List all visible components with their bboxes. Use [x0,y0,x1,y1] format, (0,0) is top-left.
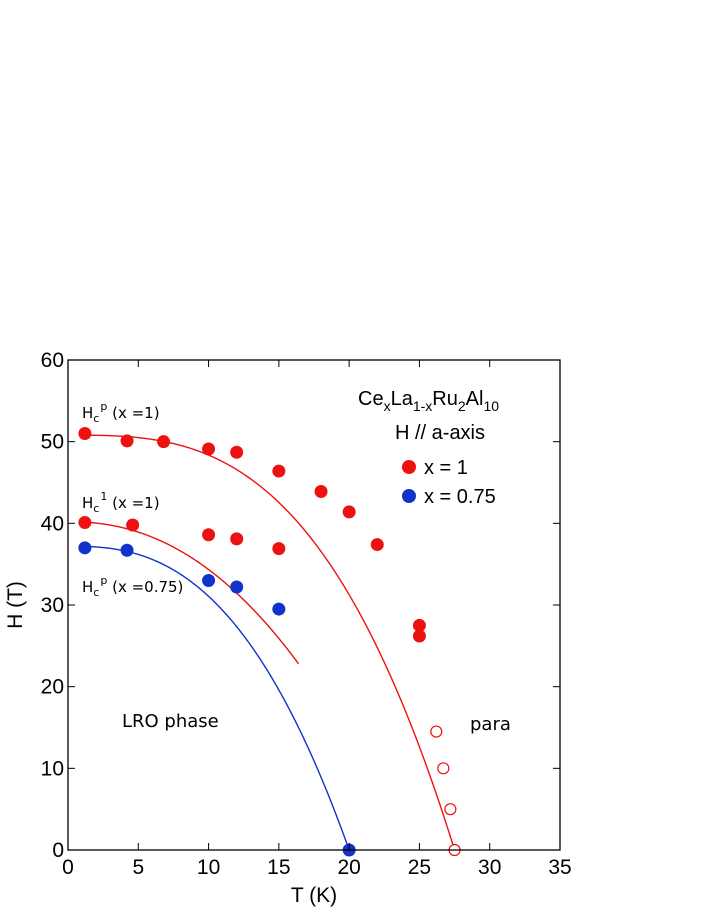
y-tick-label: 30 [41,594,64,617]
data-point [126,518,140,532]
data-point [202,442,216,456]
data-point [272,542,286,556]
data-point [157,435,171,449]
compound-formula: CexLa1-xRu2Al10 [358,388,499,414]
field-direction-label: H // a-axis [395,422,485,444]
data-point [120,434,134,448]
data-point [78,427,92,440]
legend-label-x1: x = 1 [424,457,468,479]
data-point [78,516,92,530]
x-tick-label: 5 [132,856,144,879]
annotation-hcp-x075: Hcp (x =0.75) [82,574,183,599]
legend: x = 1 x = 0.75 [402,457,496,508]
y-tick-label: 60 [41,349,64,372]
x-tick-label: 10 [197,856,220,879]
data-point [202,528,216,542]
data-point [202,574,216,587]
y-axis-label: H (T) [4,581,27,629]
data-point [272,602,286,616]
data-point [230,532,244,546]
data-point [342,505,356,519]
boundary-curve-0 [79,434,456,851]
data-point [412,629,426,643]
annotation-hc1-x1: Hc1 (x =1) [82,490,160,515]
x-tick-label: 15 [267,856,290,879]
data-point [412,618,426,632]
legend-marker-x075 [402,489,416,503]
x-tick-label: 0 [62,856,74,879]
y-tick-label: 20 [41,676,64,699]
data-point [230,445,244,459]
x-axis-label: T (K) [291,884,337,907]
data-point [314,484,328,498]
axis-ticks: 0 5 10 15 20 25 30 35 0 10 20 30 40 50 60 [41,349,572,879]
data-point [120,543,134,557]
y-tick-label: 40 [41,512,64,535]
region-label-lro: LRO phase [122,711,219,732]
data-point-open [430,725,443,738]
data-point [230,580,244,594]
x-tick-label: 25 [408,856,431,879]
region-label-para: para [470,714,511,735]
boundary-curve-1 [79,521,300,665]
plot-frame [67,359,561,851]
y-tick-label: 50 [41,431,64,454]
data-point [78,541,92,555]
data-point [370,538,384,552]
annotation-hcp-x1: Hcp (x =1) [82,400,160,425]
legend-marker-x1 [402,460,416,474]
legend-label-x075: x = 0.75 [424,486,496,508]
data-point-open [444,803,457,816]
data-points [78,427,461,857]
y-tick-label: 10 [41,757,64,780]
data-point [272,464,286,478]
data-point-open [437,762,450,775]
x-tick-label: 35 [548,856,571,879]
x-tick-label: 30 [478,856,501,879]
x-tick-label: 20 [337,856,360,879]
y-tick-label: 0 [52,839,64,862]
